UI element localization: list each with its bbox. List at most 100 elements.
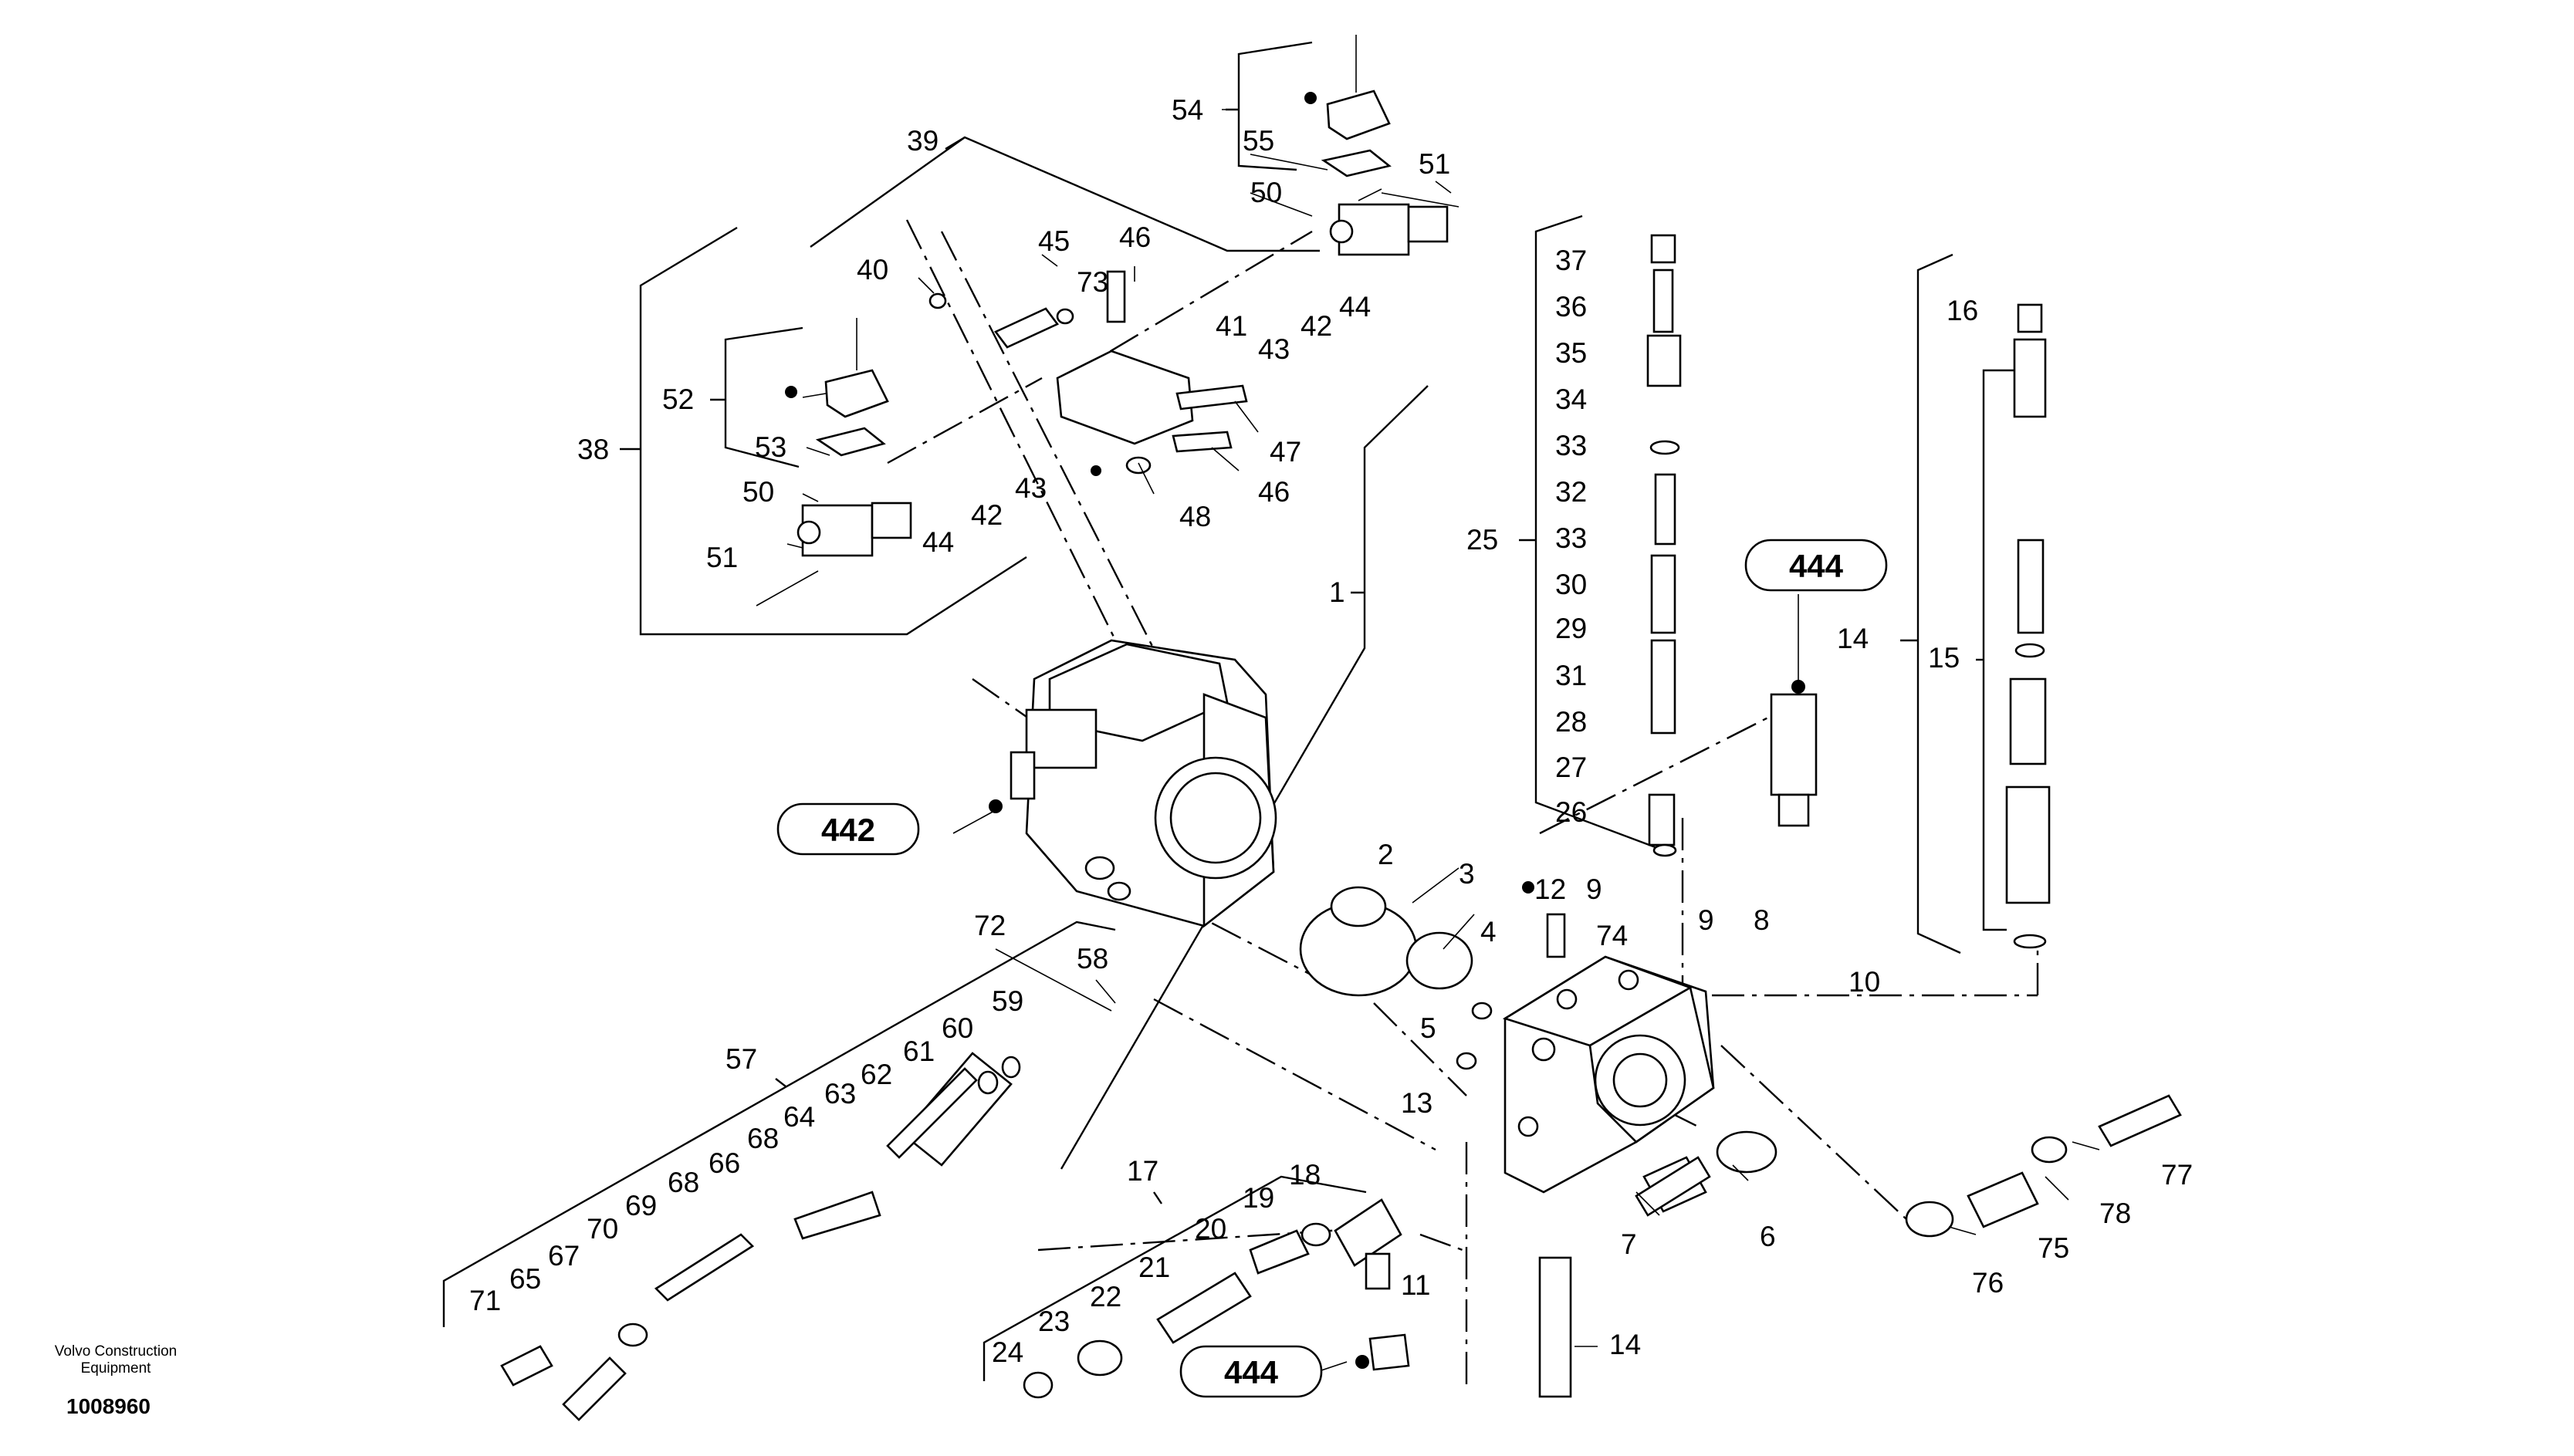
callout-77: 77 [2161, 1159, 2193, 1191]
callout-3: 3 [1459, 858, 1475, 890]
callout-19: 19 [1243, 1182, 1274, 1214]
callout-11: 11 [1401, 1269, 1430, 1301]
callout-9b: 9 [1698, 904, 1714, 936]
callout-17: 17 [1127, 1155, 1158, 1187]
callout-51-left: 51 [706, 542, 738, 573]
callout-40: 40 [857, 254, 888, 285]
callout-72: 72 [974, 910, 1006, 941]
callout-numbers: 1 2 3 4 5 6 7 8 9 9 10 11 12 13 14 14 14… [469, 94, 2193, 1368]
callout-54: 54 [1172, 94, 1203, 126]
callout-5: 5 [1420, 1012, 1436, 1044]
callout-32: 32 [1555, 476, 1587, 508]
callout-64: 64 [783, 1101, 815, 1133]
callout-28: 28 [1555, 706, 1587, 738]
brand-line-1: Volvo Construction [55, 1343, 177, 1360]
callout-62: 62 [861, 1059, 892, 1090]
callout-71: 71 [469, 1285, 501, 1316]
callout-30: 30 [1555, 569, 1587, 600]
callout-44-top: 44 [1339, 291, 1371, 323]
document-number: 1008960 [66, 1394, 151, 1418]
callout-48: 48 [1179, 501, 1211, 532]
callout-45: 45 [1038, 225, 1070, 257]
callout-4: 4 [1480, 916, 1497, 948]
callout-44-left: 44 [922, 526, 954, 558]
test-coupling-444-right [1770, 693, 1818, 827]
callout-46-top: 46 [1119, 221, 1151, 253]
callout-39: 39 [907, 125, 939, 157]
callout-24: 24 [992, 1336, 1023, 1368]
callout-36: 36 [1555, 291, 1587, 323]
reference-label-444-top: 444 [1744, 539, 1888, 592]
callout-12: 12 [1534, 873, 1566, 905]
callout-33b: 33 [1555, 522, 1587, 554]
callout-27: 27 [1555, 752, 1587, 783]
callout-9a: 9 [1586, 873, 1602, 905]
callout-14-right: 14 [1837, 623, 1869, 654]
callout-14-bottom: 14 [1609, 1329, 1641, 1360]
footer: Volvo Construction Equipment 1008960 [55, 1343, 177, 1418]
callout-2: 2 [1378, 839, 1394, 870]
callout-8: 8 [1754, 904, 1770, 936]
spool-assembly-57 [500, 1052, 1021, 1421]
callout-69: 69 [625, 1190, 657, 1221]
callout-10: 10 [1848, 966, 1880, 998]
valve-housing-assembly [1010, 639, 1277, 928]
callout-76: 76 [1972, 1267, 2004, 1299]
callout-70: 70 [587, 1213, 618, 1245]
callout-57: 57 [726, 1043, 757, 1075]
callout-42-top: 42 [1301, 310, 1332, 342]
callout-41: 41 [1216, 310, 1247, 342]
callout-55: 55 [1243, 125, 1274, 157]
callout-34: 34 [1555, 383, 1587, 415]
callout-33a: 33 [1555, 430, 1587, 461]
callout-52: 52 [662, 383, 694, 415]
callout-66: 66 [709, 1147, 740, 1179]
callout-21: 21 [1138, 1252, 1170, 1283]
callout-16: 16 [1947, 295, 1978, 326]
callout-23: 23 [1038, 1306, 1070, 1337]
callout-22: 22 [1090, 1281, 1121, 1312]
callout-18: 18 [1289, 1159, 1321, 1191]
callout-50-top: 50 [1250, 177, 1282, 208]
reference-dots [785, 92, 1805, 1369]
callout-61: 61 [903, 1035, 935, 1067]
callout-42-left: 42 [971, 499, 1003, 531]
callout-1: 1 [1329, 576, 1345, 608]
callout-43-top: 43 [1258, 333, 1290, 365]
leader-lines [786, 109, 2100, 1374]
solenoid-upper [1321, 35, 1460, 256]
callout-63: 63 [824, 1078, 856, 1110]
callout-60: 60 [942, 1012, 973, 1044]
callout-29: 29 [1555, 613, 1587, 644]
callout-53: 53 [755, 431, 786, 463]
callout-74: 74 [1596, 920, 1628, 951]
valve-block-39 [928, 270, 1248, 475]
callout-73: 73 [1077, 266, 1108, 298]
callout-15: 15 [1928, 642, 1960, 674]
brand-line-2: Equipment [81, 1360, 152, 1377]
callout-78: 78 [2099, 1198, 2131, 1229]
callout-7: 7 [1621, 1228, 1637, 1260]
callout-20: 20 [1195, 1213, 1226, 1245]
callout-51-top: 51 [1419, 148, 1450, 180]
callout-13: 13 [1401, 1087, 1432, 1119]
cartridge-stack-25 [1646, 234, 1682, 857]
callout-46-right: 46 [1258, 476, 1290, 508]
callout-26: 26 [1555, 796, 1587, 828]
ref-444-bottom-text: 444 [1224, 1354, 1279, 1390]
callout-67: 67 [548, 1240, 580, 1272]
callout-68a: 68 [747, 1123, 779, 1154]
ref-442-text: 442 [821, 812, 875, 848]
reference-label-442: 442 [776, 802, 920, 856]
callout-68b: 68 [668, 1167, 699, 1198]
callout-25: 25 [1466, 524, 1498, 556]
callout-43-left: 43 [1015, 472, 1047, 504]
callout-35: 35 [1555, 337, 1587, 369]
callout-47: 47 [1270, 436, 1301, 468]
callout-59: 59 [992, 985, 1023, 1017]
reference-label-444-bottom: 444 [1179, 1345, 1323, 1398]
callout-65: 65 [509, 1263, 541, 1295]
callout-50-left: 50 [742, 476, 774, 508]
callout-38: 38 [577, 434, 609, 465]
